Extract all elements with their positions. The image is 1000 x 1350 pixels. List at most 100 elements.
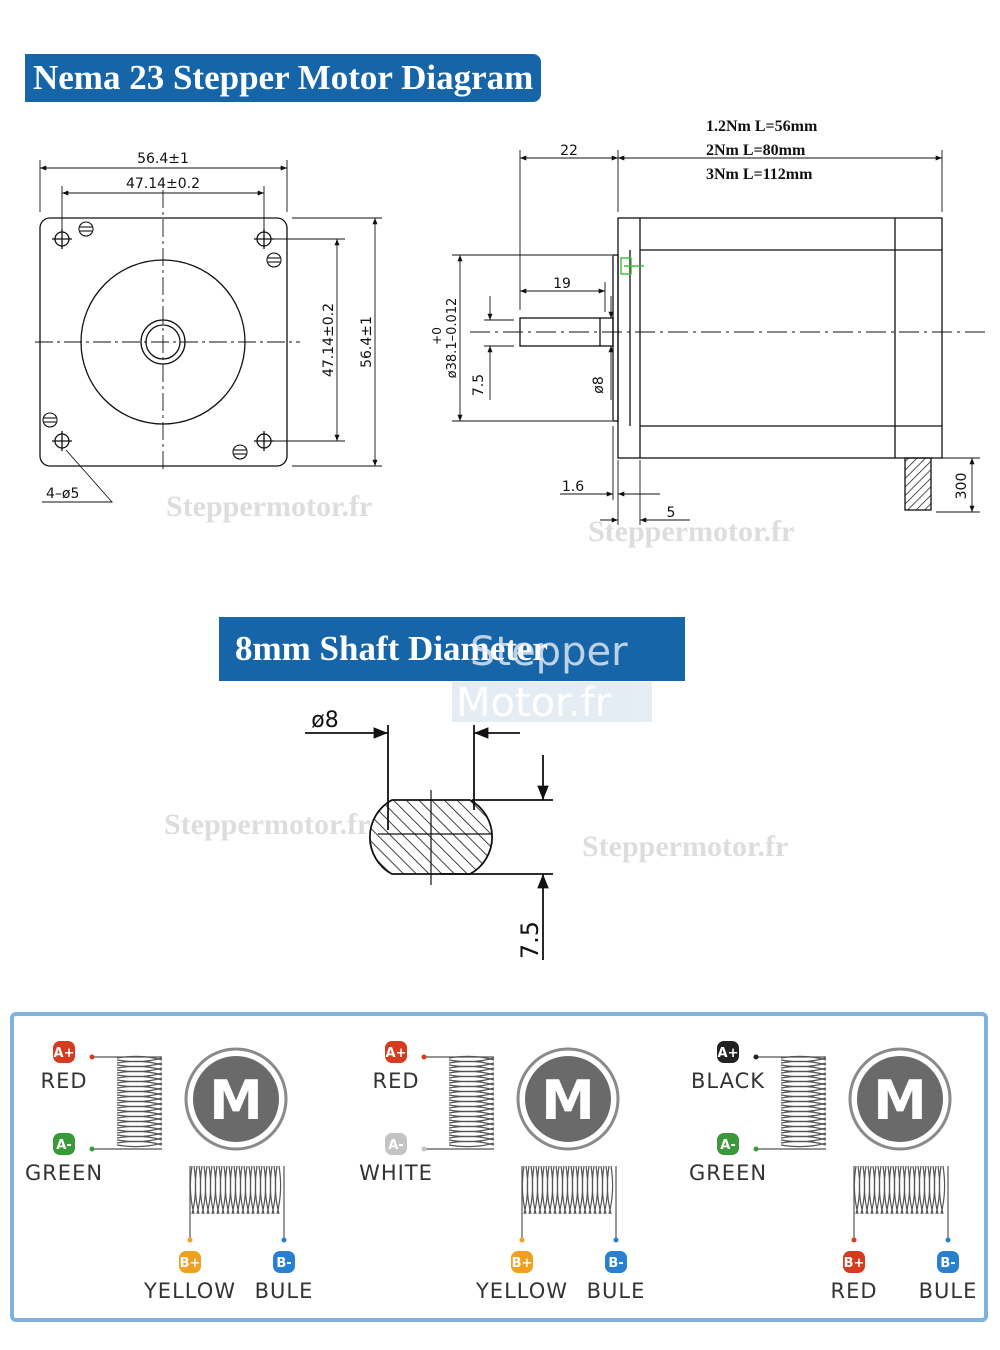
motor-symbol: M xyxy=(541,1069,595,1132)
b-plus-tag: B+ xyxy=(512,1256,533,1271)
cable xyxy=(904,457,932,511)
dim-flat-length: 19 xyxy=(553,276,571,292)
b-minus-color-label: BULE xyxy=(919,1279,978,1303)
coil-a xyxy=(116,1055,163,1148)
dot-a-plus xyxy=(89,1054,95,1060)
a-minus-tag: A- xyxy=(388,1138,403,1153)
watermark-3: Steppermotor.fr xyxy=(164,808,370,841)
a-plus-tag: A+ xyxy=(386,1046,407,1061)
a-minus-tag: A- xyxy=(56,1138,71,1153)
front-view-labels: 56.4±1 47.14±0.2 47.14±0.2 56.4±1 4–ø5 xyxy=(46,151,375,502)
a-minus-tag: A- xyxy=(720,1138,735,1153)
dim-hole-spacing-v: 47.14±0.2 xyxy=(321,303,337,377)
dim-hole-spacing-h: 47.14±0.2 xyxy=(126,176,200,192)
wiring-panel: M A+ RED A- GREEN B+ YELLOW B- BULE M A+ RED A- WHITE… xyxy=(10,1012,988,1322)
motor-drawing: 56.4±1 47.14±0.2 47.14±0.2 56.4±1 4–ø5 xyxy=(35,118,985,548)
side-view-labels: 1.2Nm L=56mm 2Nm L=80mm 3Nm L=112mm 22 1… xyxy=(430,118,970,521)
a-minus-badge xyxy=(385,1133,407,1155)
b-plus-tag: B+ xyxy=(844,1256,865,1271)
dot-a-minus xyxy=(753,1146,759,1152)
diagram-title: Nema 23 Stepper Motor Diagram xyxy=(33,58,534,97)
shaft-dim-flat: 7.5 xyxy=(516,921,544,959)
model-1: 1.2Nm L=56mm xyxy=(706,118,818,135)
b-minus-color-label: BULE xyxy=(255,1279,314,1303)
a-minus-color-label: WHITE xyxy=(359,1161,433,1185)
a-minus-color-label: GREEN xyxy=(25,1161,103,1185)
dot-a-plus xyxy=(753,1054,759,1060)
shaft-banner: 8mm Shaft Diameter xyxy=(219,617,685,681)
dim-flat-depth: 7.5 xyxy=(471,374,487,396)
a-plus-color-label: RED xyxy=(372,1069,419,1093)
motor-icon xyxy=(525,1056,611,1142)
screw-heads xyxy=(42,221,282,460)
b-plus-tag: B+ xyxy=(180,1256,201,1271)
shaft-title: 8mm Shaft Diameter xyxy=(235,629,548,668)
b-minus-badge xyxy=(273,1251,295,1273)
wiring-config-3: M A+ BLACK A- GREEN B+ RED B- BULE xyxy=(689,1041,978,1303)
a-minus-badge xyxy=(717,1133,739,1155)
diagram-title-banner: Nema 23 Stepper Motor Diagram xyxy=(25,54,541,102)
coil-a xyxy=(448,1055,495,1148)
model-2: 2Nm L=80mm xyxy=(706,142,806,159)
b-minus-badge xyxy=(605,1251,627,1273)
watermark-1: Steppermotor.fr xyxy=(166,490,372,523)
b-minus-tag: B- xyxy=(608,1256,623,1271)
motor-symbol: M xyxy=(209,1069,263,1132)
dot-b-minus xyxy=(613,1237,619,1243)
b-plus-color-label: RED xyxy=(830,1279,877,1303)
dim-pilot-diameter: ø38.1–0.012 xyxy=(445,298,460,379)
b-plus-badge xyxy=(179,1251,201,1273)
motor-icon xyxy=(857,1056,943,1142)
b-plus-color-label: YELLOW xyxy=(475,1279,568,1303)
coil-b xyxy=(189,1165,282,1215)
dim-pilot-tolerance: +0 xyxy=(430,327,444,345)
dim-pilot-height: 1.6 xyxy=(562,479,584,495)
front-view xyxy=(35,160,382,503)
motor-symbol: M xyxy=(873,1069,927,1132)
hole-callout: 4–ø5 xyxy=(46,486,79,502)
b-minus-badge xyxy=(937,1251,959,1273)
dim-flange-thickness: 5 xyxy=(667,505,676,521)
shaft-dim-diameter: ø8 xyxy=(311,708,338,733)
watermark-4: Steppermotor.fr xyxy=(582,830,788,863)
watermark-logo: Stepper Motor.fr xyxy=(452,629,652,726)
dim-overall-width: 56.4±1 xyxy=(137,151,189,167)
side-view xyxy=(452,150,985,525)
b-plus-badge xyxy=(511,1251,533,1273)
b-minus-tag: B- xyxy=(940,1256,955,1271)
shaft-side xyxy=(519,317,614,347)
dim-lead-length: 300 xyxy=(954,473,970,500)
dot-a-minus xyxy=(421,1146,427,1152)
dot-a-plus xyxy=(421,1054,427,1060)
b-minus-color-label: BULE xyxy=(587,1279,646,1303)
b-plus-badge xyxy=(843,1251,865,1273)
dim-shaft-diameter: ø8 xyxy=(591,376,607,393)
dot-b-plus xyxy=(851,1237,857,1243)
a-plus-badge xyxy=(53,1041,75,1063)
a-plus-color-label: RED xyxy=(40,1069,87,1093)
model-3: 3Nm L=112mm xyxy=(706,166,813,183)
dot-b-minus xyxy=(281,1237,287,1243)
wiring-config-2: M A+ RED A- WHITE B+ YELLOW B- BULE xyxy=(359,1041,646,1303)
shaft-section: Stepper Motor.fr ø8 7.5 Steppermotor.fr … xyxy=(164,629,788,960)
a-plus-badge xyxy=(385,1041,407,1063)
a-minus-color-label: GREEN xyxy=(689,1161,767,1185)
dim-shaft-length: 22 xyxy=(560,143,578,159)
wiring-diagrams: M A+ RED A- GREEN B+ YELLOW B- BULE M A+ RED A- WHITE… xyxy=(25,1041,978,1303)
dot-b-plus xyxy=(187,1237,193,1243)
watermark-2: Steppermotor.fr xyxy=(588,515,794,548)
mounting-holes xyxy=(52,229,274,451)
dim-overall-height: 56.4±1 xyxy=(359,316,375,368)
watermark-logo-bottom: Motor.fr xyxy=(456,680,612,726)
a-plus-tag: A+ xyxy=(54,1046,75,1061)
a-plus-tag: A+ xyxy=(718,1046,739,1061)
dot-b-minus xyxy=(945,1237,951,1243)
b-plus-color-label: YELLOW xyxy=(143,1279,236,1303)
a-plus-color-label: BLACK xyxy=(691,1069,765,1093)
dot-b-plus xyxy=(519,1237,525,1243)
coil-b xyxy=(521,1165,614,1215)
coil-b xyxy=(853,1165,946,1215)
a-plus-badge xyxy=(717,1041,739,1063)
b-minus-tag: B- xyxy=(276,1256,291,1271)
a-minus-badge xyxy=(53,1133,75,1155)
